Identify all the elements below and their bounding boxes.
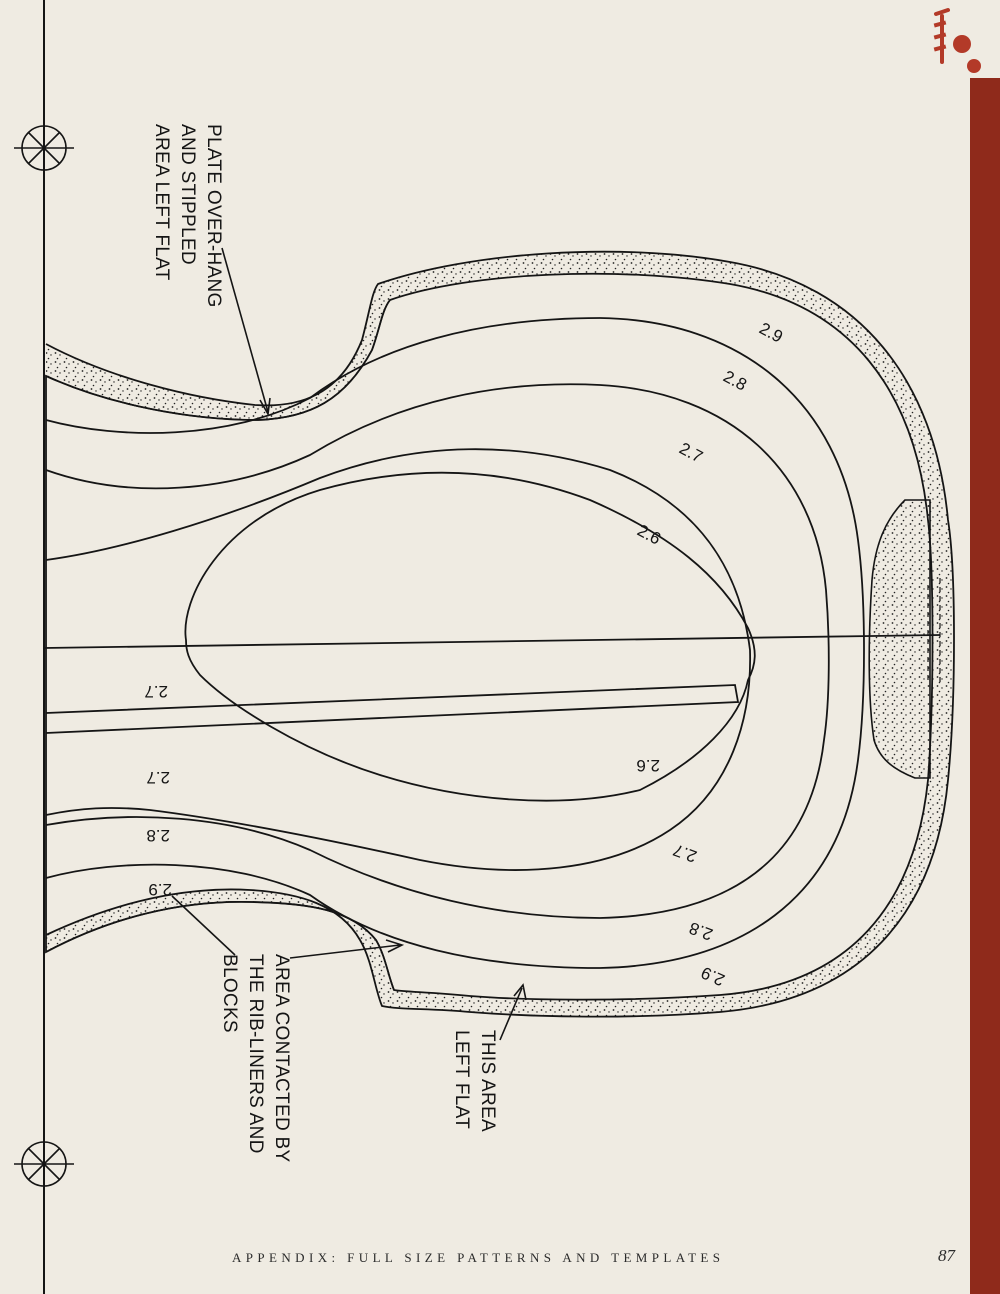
- running-footer: APPENDIX: FULL SIZE PATTERNS AND TEMPLAT…: [232, 1250, 725, 1265]
- bass-bar-slot: [45, 684, 740, 734]
- ribliner-leader-2: [289, 944, 401, 959]
- contour-label: 2.6: [636, 756, 660, 775]
- contour-line-2.7: [45, 448, 751, 871]
- registration-mark-bottom: [14, 1141, 74, 1187]
- contour-line-2.6: [184, 471, 756, 802]
- leftflat-leader: [499, 987, 523, 1041]
- leftflat-arrowhead: [513, 983, 527, 1001]
- stippled-overhang-area: [45, 250, 955, 1018]
- page-number: 87: [938, 1246, 955, 1265]
- contour-label: 2.7: [676, 439, 706, 467]
- contour-label: 2.8: [720, 367, 750, 395]
- contour-label: 2.9: [698, 963, 727, 990]
- overhang-leader: [221, 247, 269, 413]
- overhang-arrowhead: [259, 397, 271, 417]
- registration-mark-top: [14, 125, 74, 171]
- page-edge-band: [970, 78, 1000, 1294]
- leftflat-note: THIS AREA LEFT FLAT: [451, 1030, 498, 1132]
- ribliner-arrowhead: [385, 939, 405, 953]
- rib-outline: [45, 299, 395, 991]
- contour-line-2.9: [45, 317, 865, 969]
- contour-line-2.8: [45, 383, 830, 919]
- contour-label: 2.9: [756, 319, 786, 347]
- overhang-note: PLATE OVER-HANG AND STIPPLED AREA LEFT F…: [151, 124, 224, 308]
- stippled-block-area: [868, 499, 931, 779]
- ribliner-note: AREA CONTACTED BY THE RIB-LINERS AND BLO…: [219, 954, 292, 1163]
- contour-label: 2.8: [146, 826, 170, 845]
- contour-label: 2.8: [687, 918, 716, 944]
- ribliner-leader-1: [171, 895, 236, 956]
- end-block-marks: [927, 578, 941, 685]
- contour-label: 2.7: [144, 682, 168, 701]
- contour-label: 2.9: [148, 880, 172, 899]
- publisher-logo: [933, 8, 981, 73]
- contour-label: 2.7: [671, 840, 700, 866]
- contour-label: 2.7: [146, 768, 170, 787]
- centre-line: [43, 634, 941, 649]
